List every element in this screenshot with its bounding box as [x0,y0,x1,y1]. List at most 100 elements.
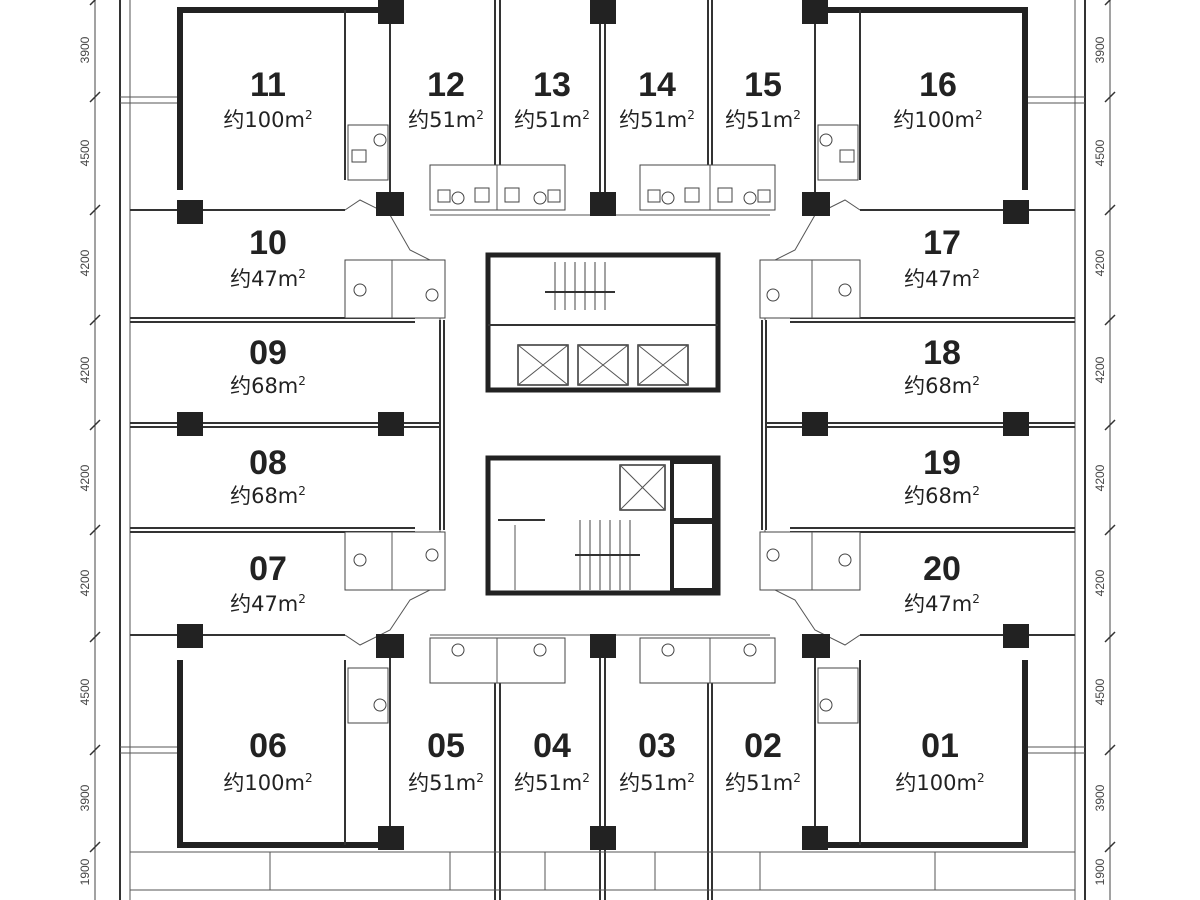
elevator-3 [637,344,689,386]
svg-text:约51m2: 约51m2 [514,771,590,795]
svg-text:约47m2: 约47m2 [230,592,306,616]
dim-left-9: 1900 [78,858,92,885]
building-outline [119,0,1086,900]
dim-left-1: 3900 [78,36,92,63]
svg-text:20: 20 [923,550,961,588]
dim-right-1: 3900 [1093,36,1107,63]
unit-07: 07 约47m2 [230,550,306,616]
bathroom-bottom-right [817,667,859,724]
dim-right-8: 3900 [1093,784,1107,811]
unit-17: 17 约47m2 [904,224,980,291]
svg-text:约68m2: 约68m2 [230,484,306,508]
stairwell-upper [545,262,615,310]
svg-text:约51m2: 约51m2 [725,108,801,132]
svg-text:15: 15 [744,66,782,104]
unit-03: 03 约51m2 [619,727,695,795]
svg-text:约68m2: 约68m2 [230,374,306,398]
dim-left-4: 4200 [78,356,92,383]
svg-text:08: 08 [249,444,287,482]
svg-text:11: 11 [250,66,286,104]
unit-10: 10 约47m2 [230,224,306,291]
dim-right-4: 4200 [1093,356,1107,383]
bathroom-top-center-left [429,164,566,211]
structural-columns [177,0,1029,850]
bathroom-top-right [817,124,859,181]
unit-01: 01 约100m2 [895,727,984,795]
svg-text:约47m2: 约47m2 [230,267,306,291]
elevator-1 [517,344,569,386]
lower-core [485,455,721,596]
svg-text:13: 13 [533,66,571,104]
elevator-4 [619,464,666,511]
bathroom-top-center-right [639,164,776,211]
svg-text:02: 02 [744,727,782,765]
elevator-2 [577,344,629,386]
svg-text:17: 17 [923,224,961,262]
svg-text:18: 18 [923,334,961,372]
bathroom-07 [344,531,446,591]
svg-text:约100m2: 约100m2 [895,771,984,795]
svg-text:约47m2: 约47m2 [904,267,980,291]
svg-text:约68m2: 约68m2 [904,374,980,398]
svg-text:01: 01 [921,727,959,765]
svg-text:04: 04 [533,727,571,765]
bathroom-bottom-center-right [639,637,776,684]
dim-left-2: 4500 [78,139,92,166]
unit-04: 04 约51m2 [514,727,590,795]
bathroom-top-left [347,124,389,181]
unit-13: 13 约51m2 [514,66,590,132]
svg-text:约51m2: 约51m2 [619,108,695,132]
svg-text:约47m2: 约47m2 [904,592,980,616]
bathroom-20 [759,531,861,591]
svg-text:约51m2: 约51m2 [408,771,484,795]
dim-left-5: 4200 [78,464,92,491]
svg-text:03: 03 [638,727,676,765]
dim-right-7: 4500 [1093,678,1107,705]
svg-text:约100m2: 约100m2 [893,108,982,132]
svg-text:约68m2: 约68m2 [904,484,980,508]
svg-text:约51m2: 约51m2 [408,108,484,132]
unit-14: 14 约51m2 [619,66,695,132]
unit-20: 20 约47m2 [904,550,980,616]
bathroom-fixtures [344,124,861,724]
unit-05: 05 约51m2 [408,727,484,795]
svg-text:约51m2: 约51m2 [619,771,695,795]
svg-text:16: 16 [919,66,957,104]
svg-text:10: 10 [249,224,287,262]
bathroom-bottom-left [347,667,389,724]
dimension-right: 3900 4500 4200 4200 4200 4200 4500 3900 … [1093,0,1116,900]
svg-text:07: 07 [249,550,287,588]
svg-text:09: 09 [249,334,287,372]
bathroom-bottom-center-left [429,637,566,684]
dim-right-5: 4200 [1093,464,1107,491]
dim-left-8: 3900 [78,784,92,811]
dim-right-2: 4500 [1093,139,1107,166]
unit-12: 12 约51m2 [408,66,484,132]
upper-core [485,252,721,393]
unit-15: 15 约51m2 [725,66,801,132]
svg-text:06: 06 [249,727,287,765]
svg-text:约51m2: 约51m2 [514,108,590,132]
svg-text:19: 19 [923,444,961,482]
dim-right-6: 4200 [1093,569,1107,596]
svg-text:05: 05 [427,727,465,765]
bathroom-10 [344,259,446,319]
dim-left-7: 4500 [78,678,92,705]
svg-text:14: 14 [638,66,676,104]
dim-right-3: 4200 [1093,249,1107,276]
unit-16: 16 约100m2 [893,66,982,132]
dim-right-9: 1900 [1093,858,1107,885]
svg-text:12: 12 [427,66,465,104]
dim-left-6: 4200 [78,569,92,596]
dim-left-3: 4200 [78,249,92,276]
dimension-left: 3900 4500 4200 4200 4200 4200 4500 3900 … [78,0,101,900]
